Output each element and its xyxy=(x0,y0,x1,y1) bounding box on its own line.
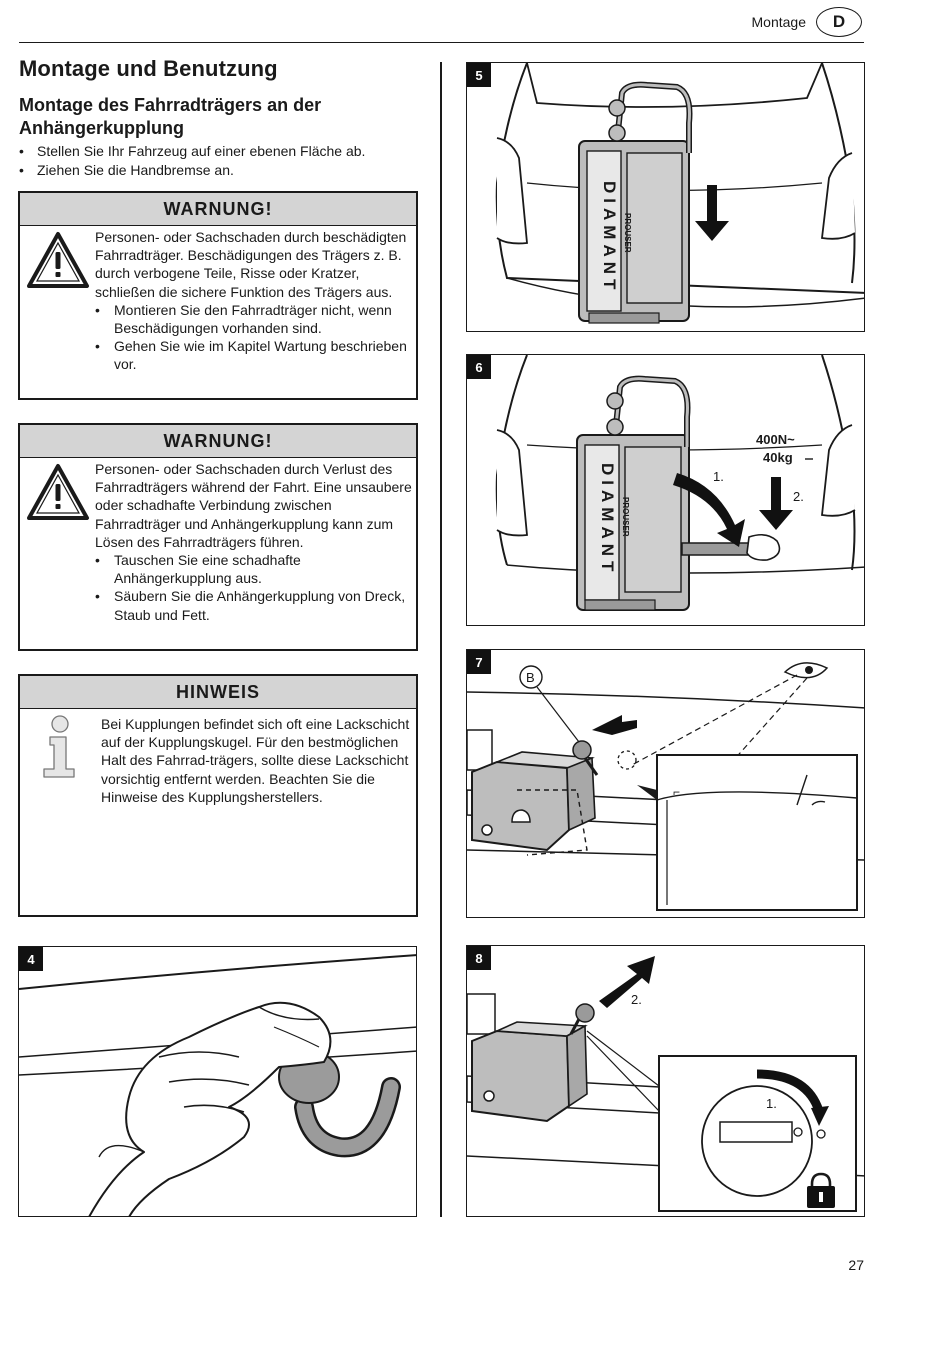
step-2-label: 2. xyxy=(793,489,804,504)
key-insertion-illustration: B ⌐ xyxy=(467,662,864,911)
warning-box-damage: WARNUNG! Personen- oder Sachschaden durc… xyxy=(18,191,418,400)
warning-text: Personen- oder Sachschaden durch beschäd… xyxy=(95,229,407,300)
notice-text: Bei Kupplungen befindet sich oft eine La… xyxy=(101,716,410,805)
carrier-brand: DIAMANT xyxy=(600,181,619,294)
curved-arrow-icon xyxy=(673,473,745,547)
figure-number: 5 xyxy=(467,63,491,87)
arrow-left-icon xyxy=(592,715,637,735)
callout-b-label: B xyxy=(526,670,535,685)
column-divider xyxy=(440,62,442,1217)
step-1-label: 1. xyxy=(766,1096,777,1111)
warning-heading: WARNUNG! xyxy=(20,425,416,458)
carrier-brand: DIAMANT xyxy=(598,463,617,576)
warning-bullet: Montieren Sie den Fahrradträger nicht, w… xyxy=(95,301,415,337)
warning-bullet: Tauschen Sie eine schadhafte Anhängerkup… xyxy=(95,551,415,587)
warning-triangle-icon xyxy=(26,230,90,295)
carrier-on-car-illustration: DIAMANT PROUSER xyxy=(495,63,864,324)
warning-bullet: Gehen Sie wie im Kapitel Wartung beschri… xyxy=(95,337,415,373)
warning-triangle-icon xyxy=(26,462,90,527)
tow-ball-cleaning-illustration xyxy=(19,954,416,1216)
intro-item: Stellen Sie Ihr Fahrzeug auf einer ebene… xyxy=(19,142,429,161)
notice-box: HINWEIS Bei Kupplungen befindet sich oft… xyxy=(18,674,418,917)
arrow-down-icon xyxy=(759,477,793,530)
section-subtitle: Montage des Fahrradträgers an der Anhäng… xyxy=(19,95,322,138)
figure-5: 5 DIAMANT PROUSER xyxy=(466,62,865,332)
figure-number: 6 xyxy=(467,355,491,379)
figure-number: 7 xyxy=(467,650,491,674)
step-1-label: 1. xyxy=(713,469,724,484)
header-section-label: Montage xyxy=(751,14,806,30)
warning-box-loss: WARNUNG! Personen- oder Sachschaden durc… xyxy=(18,423,418,651)
step-2-label: 2. xyxy=(631,992,642,1007)
page-title: Montage und Benutzung xyxy=(19,56,278,81)
load-label: 400N~ xyxy=(756,432,795,447)
figure-number: 4 xyxy=(19,947,43,971)
key-turning-illustration: 2. 1. xyxy=(467,956,864,1212)
intro-item: Ziehen Sie die Handbremse an. xyxy=(19,161,429,180)
arrow-up-right-icon xyxy=(599,956,655,1008)
arrow-down-icon xyxy=(695,185,729,241)
info-icon xyxy=(38,713,82,784)
carrier-logo: PROUSER xyxy=(621,497,630,537)
figure-number: 8 xyxy=(467,946,491,970)
figure-4: 4 xyxy=(18,946,417,1217)
warning-heading: WARNUNG! xyxy=(20,193,416,226)
figure-8: 8 2. 1. xyxy=(466,945,865,1217)
intro-list: Stellen Sie Ihr Fahrzeug auf einer ebene… xyxy=(19,142,429,180)
warning-text: Personen- oder Sachschaden durch Verlust… xyxy=(95,461,412,550)
warning-bullet: Säubern Sie die Anhängerkupplung von Dre… xyxy=(95,587,415,623)
figure-7: 7 B ⌐ xyxy=(466,649,865,918)
language-badge: D xyxy=(816,7,862,37)
page-number: 27 xyxy=(848,1257,864,1273)
header-rule xyxy=(19,42,864,43)
load-label-kg: 40kg xyxy=(763,450,793,465)
figure-6: 6 DIAMANT PROUSER 1. 2. 400N~ 40kg xyxy=(466,354,865,626)
carrier-logo: PROUSER xyxy=(623,213,632,253)
notice-heading: HINWEIS xyxy=(20,676,416,709)
svg-text:⌐: ⌐ xyxy=(673,785,680,799)
padlock-icon xyxy=(810,1172,832,1196)
lever-closing-illustration: DIAMANT PROUSER 1. 2. 400N~ 40kg xyxy=(495,355,864,611)
